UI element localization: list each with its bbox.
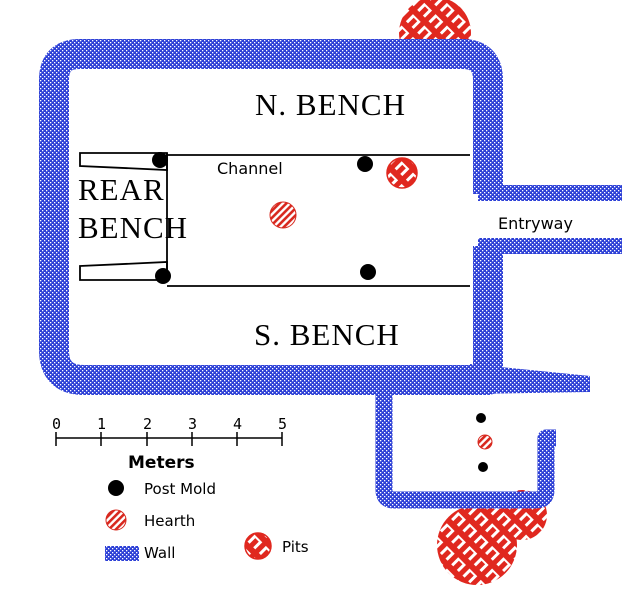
post-mold [476, 413, 486, 423]
legend-pit-swatch [244, 532, 272, 560]
post-mold [155, 268, 171, 284]
main-wall [39, 39, 503, 395]
post-mold [357, 156, 373, 172]
legend-hearth-label: Hearth [144, 512, 195, 530]
scale-unit-label: Meters [128, 453, 195, 473]
scale-tick-3: 3 [188, 415, 197, 433]
rear-bench-label-2: BENCH [78, 210, 188, 245]
channel-label: Channel [217, 159, 283, 178]
scale-tick-1: 1 [97, 415, 106, 433]
hearth [477, 434, 493, 450]
south-wall-flare [470, 364, 590, 394]
legend: Post Mold Hearth Wall Pits [105, 480, 309, 562]
scale-tick-2: 2 [143, 415, 152, 433]
scale-tick-0: 0 [52, 415, 61, 433]
legend-post-mold-swatch [108, 480, 124, 496]
legend-wall-label: Wall [144, 544, 175, 562]
post-mold [360, 264, 376, 280]
north-bench-label: N. BENCH [255, 87, 406, 122]
rear-bench-label-1: REAR [78, 172, 165, 207]
post-molds [152, 152, 488, 472]
post-mold [152, 152, 168, 168]
scale-tick-4: 4 [233, 415, 242, 433]
scale-tick-5: 5 [278, 415, 287, 433]
annex-wall [375, 392, 556, 509]
legend-wall-swatch [105, 546, 139, 561]
hearths [269, 201, 493, 450]
bench-outlines [79, 152, 470, 287]
legend-pits-label: Pits [282, 538, 309, 556]
entryway-label: Entryway [498, 214, 573, 233]
pit-channel [386, 157, 418, 189]
south-bench-label: S. BENCH [254, 317, 400, 352]
post-mold [478, 462, 488, 472]
scale-bar: 0 1 2 3 4 5 Meters [52, 415, 287, 473]
legend-hearth-swatch [105, 509, 127, 531]
legend-post-mold-label: Post Mold [144, 480, 216, 498]
hearth [269, 201, 297, 229]
